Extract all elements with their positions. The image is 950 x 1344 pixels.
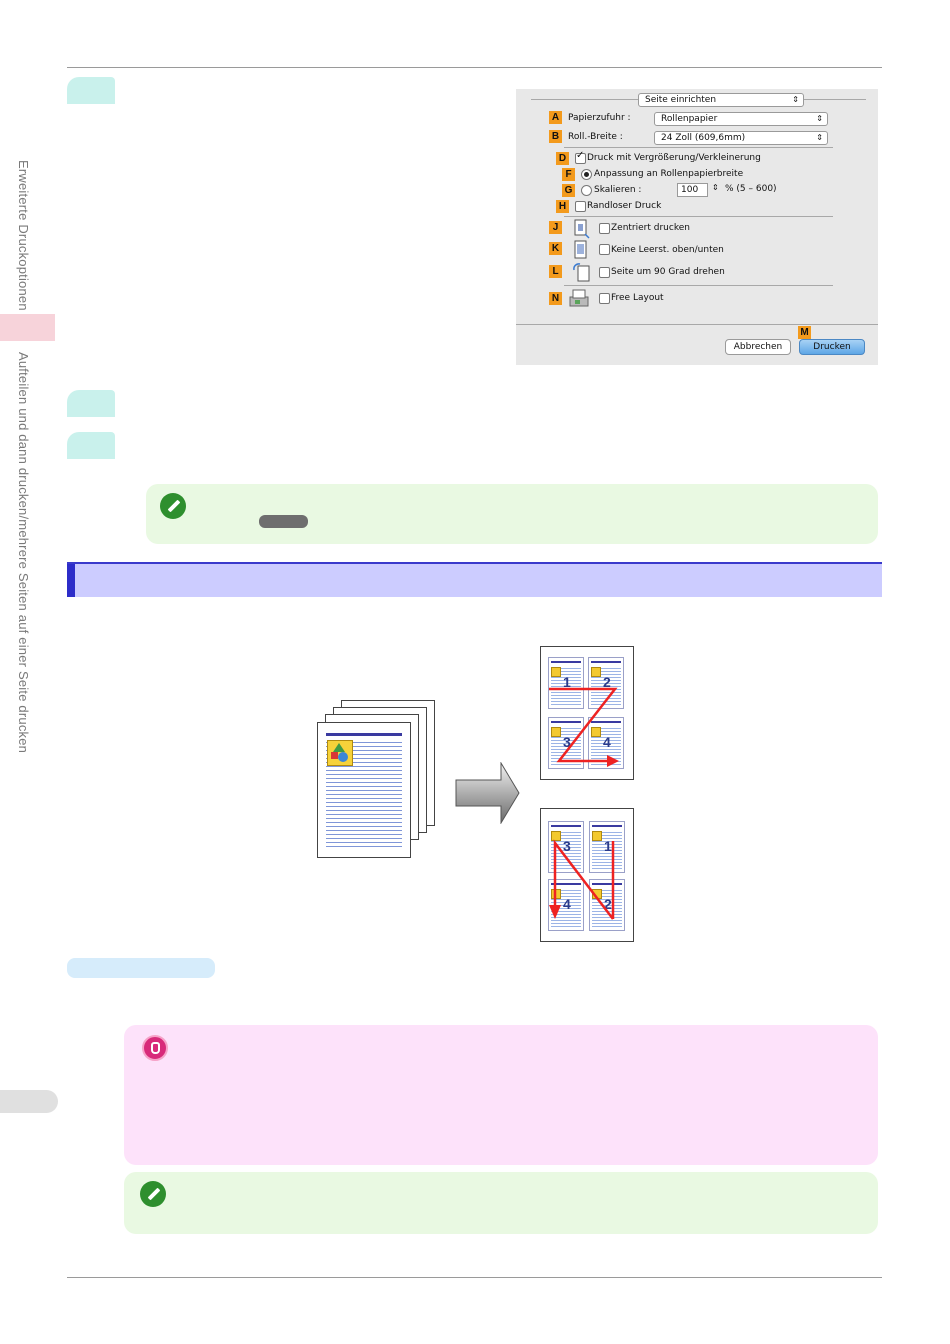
header-rule <box>67 67 882 68</box>
sidebar-chapter: Erweiterte Druckoptionen <box>16 160 31 311</box>
key-k: K <box>549 242 562 255</box>
source-document-page <box>317 722 411 858</box>
keyboard-key-graphic <box>259 515 308 528</box>
paper-source-value: Rollenpapier <box>661 114 718 124</box>
center-print-label: Zentriert drucken <box>611 223 690 233</box>
roll-width-label: Roll.-Breite : <box>568 132 623 142</box>
picture-icon <box>327 740 353 766</box>
page-number: 1 <box>563 674 571 690</box>
print-dialog: Seite einrichten ⇕ A Papierzufuhr : Rolle… <box>516 89 878 365</box>
free-layout-icon <box>569 289 589 307</box>
page-number: 4 <box>563 896 571 912</box>
pencil-icon <box>140 1181 166 1207</box>
roll-width-value: 24 Zoll (609,6mm) <box>661 133 746 143</box>
borderless-checkbox[interactable] <box>575 201 586 212</box>
dialog-divider <box>564 216 833 217</box>
enlarge-reduce-checkbox[interactable] <box>575 150 586 164</box>
preset-select[interactable]: Seite einrichten ⇕ <box>638 93 804 107</box>
dialog-divider <box>564 285 833 286</box>
mini-page: 1 <box>589 821 625 873</box>
mini-page: 2 <box>588 657 624 709</box>
key-h: H <box>556 200 569 213</box>
key-j: J <box>549 221 562 234</box>
step-marker <box>67 432 115 459</box>
page-number: 4 <box>603 734 611 750</box>
sidebar-tab <box>0 314 55 341</box>
key-g: G <box>562 184 575 197</box>
key-b: B <box>549 130 562 143</box>
hand-stop-icon <box>142 1035 168 1061</box>
enlarge-reduce-label: Druck mit Vergrößerung/Verkleinerung <box>587 153 761 163</box>
scale-range: % (5 – 600) <box>725 184 777 194</box>
page-number: 3 <box>563 838 571 854</box>
key-l: L <box>549 265 562 278</box>
scale-radio[interactable] <box>581 185 592 196</box>
rotate-page-icon <box>573 263 590 282</box>
stepper-arrows-icon: ⇕ <box>792 95 799 104</box>
center-print-icon <box>574 219 590 239</box>
roll-width-select[interactable]: 24 Zoll (609,6mm) ⇕ <box>654 131 828 145</box>
page-number: 1 <box>604 838 612 854</box>
page-number: 2 <box>603 674 611 690</box>
paper-source-label: Papierzufuhr : <box>568 113 631 123</box>
rotate-page-checkbox[interactable] <box>599 267 610 278</box>
no-blank-space-checkbox[interactable] <box>599 244 610 255</box>
no-blank-space-icon <box>574 240 587 259</box>
no-blank-space-label: Keine Leerst. oben/unten <box>611 245 724 255</box>
sidebar-page-tab <box>0 1090 58 1113</box>
print-button[interactable]: Drucken <box>799 339 865 355</box>
result-page-n-order: 3 1 4 2 <box>540 808 634 942</box>
subheading-pill <box>67 958 215 978</box>
footer-rule <box>67 1277 882 1278</box>
arrow-right-icon <box>455 762 520 824</box>
stepper-arrows-icon: ⇕ <box>816 114 823 123</box>
scale-input[interactable]: 100 <box>677 183 708 197</box>
scale-stepper-icon[interactable]: ⇕ <box>712 183 719 192</box>
key-f: F <box>562 168 575 181</box>
reading-order-arrow-icon <box>549 839 615 920</box>
key-a: A <box>549 111 562 124</box>
pencil-icon <box>160 493 186 519</box>
page-number: 3 <box>563 734 571 750</box>
note-box <box>124 1172 878 1234</box>
dialog-divider <box>516 324 878 325</box>
page-number: 2 <box>604 896 612 912</box>
mini-page: 2 <box>589 879 625 931</box>
key-d: D <box>556 152 569 165</box>
free-layout-label: Free Layout <box>611 293 664 303</box>
reading-order-arrow-icon <box>549 687 619 767</box>
step-marker <box>67 77 115 104</box>
dialog-divider <box>564 147 833 148</box>
free-layout-checkbox[interactable] <box>599 293 610 304</box>
cancel-button[interactable]: Abbrechen <box>725 339 791 355</box>
result-page-z-order: 1 2 3 4 <box>540 646 634 780</box>
fit-roll-width-radio[interactable] <box>581 169 592 180</box>
fit-roll-width-label: Anpassung an Rollenpapierbreite <box>594 169 744 179</box>
stepper-arrows-icon: ⇕ <box>816 133 823 142</box>
mini-page: 1 <box>548 657 584 709</box>
key-n: N <box>549 292 562 305</box>
center-print-checkbox[interactable] <box>599 223 610 234</box>
key-m: M <box>798 326 811 339</box>
scale-label: Skalieren : <box>594 185 642 195</box>
section-heading-bar <box>67 562 882 597</box>
important-box <box>124 1025 878 1165</box>
paper-source-select[interactable]: Rollenpapier ⇕ <box>654 112 828 126</box>
borderless-label: Randloser Druck <box>587 201 662 211</box>
sidebar-section: Aufteilen und dann drucken/mehrere Seite… <box>16 352 31 754</box>
mini-page: 4 <box>588 717 624 769</box>
rotate-page-label: Seite um 90 Grad drehen <box>611 267 725 277</box>
note-box <box>146 484 878 544</box>
step-marker <box>67 390 115 417</box>
preset-value: Seite einrichten <box>645 95 717 105</box>
